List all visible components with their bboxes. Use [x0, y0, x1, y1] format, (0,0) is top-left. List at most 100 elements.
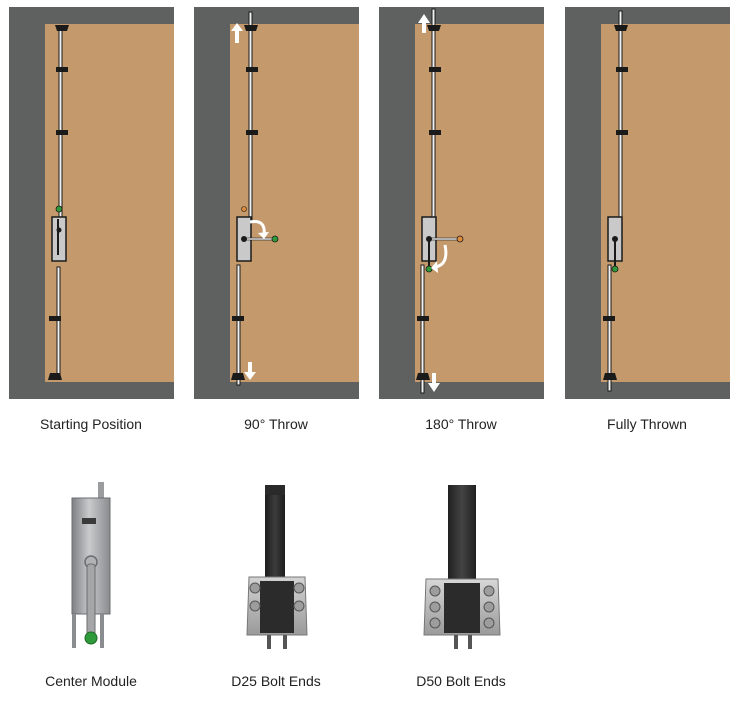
bottom-bolt-end [416, 373, 430, 380]
door-leaf [45, 24, 174, 382]
handle-lever-down [428, 239, 430, 269]
rod-guide [49, 316, 61, 321]
rod-guide [603, 316, 615, 321]
handle-knob-green [55, 205, 63, 213]
door-leaf [415, 24, 544, 382]
fully-thrown-diagram [565, 7, 730, 399]
lower-rod-stub [100, 614, 104, 648]
handle-knob-green [611, 265, 619, 273]
down-arrowhead-icon [428, 383, 440, 392]
caption-fully-thrown: Fully Thrown [607, 416, 687, 432]
caption-starting-position: Starting Position [40, 416, 142, 432]
bolt-body [260, 581, 294, 633]
panel-fully-thrown [565, 7, 730, 399]
handle-lever-down [614, 239, 616, 267]
lower-rod [236, 264, 241, 386]
caption-d50-bolt-ends: D50 Bolt Ends [416, 673, 506, 689]
handle-lever [86, 563, 96, 637]
lower-rod [420, 264, 425, 394]
d25-bolt-ends-illustration [246, 485, 308, 649]
spindle [56, 227, 62, 233]
d25-bolt-ends-photo [243, 485, 313, 650]
upper-rod-stub [98, 482, 104, 502]
screw-head [293, 582, 305, 594]
bolt-tip [265, 485, 285, 495]
center-module-illustration [71, 482, 111, 648]
spindle [426, 236, 432, 242]
spindle [241, 236, 247, 242]
top-bolt-end [427, 25, 441, 31]
up-arrowhead-icon [231, 23, 243, 31]
screw-head [249, 600, 261, 612]
rod-stub [468, 635, 472, 649]
180-throw-diagram [379, 7, 544, 399]
rotate-arrowhead-icon [431, 261, 438, 273]
handle-knob-green [271, 235, 279, 243]
90-throw-diagram [194, 7, 359, 399]
up-arrow-icon [235, 29, 239, 43]
rod-stub [283, 635, 287, 649]
down-arrow-icon [248, 362, 252, 374]
caption-180-throw: 180° Throw [425, 416, 497, 432]
screw-head [429, 585, 441, 597]
up-arrow-icon [422, 21, 426, 33]
upper-rod [58, 28, 63, 225]
d50-bolt-ends-photo [422, 485, 502, 650]
rod-guide [56, 67, 68, 72]
bolt-body [444, 583, 480, 633]
screw-head [293, 600, 305, 612]
top-bolt-end [244, 25, 258, 31]
rod-stub [267, 635, 271, 649]
rod-guide [417, 316, 429, 321]
panel-180-throw [379, 7, 544, 399]
screw-head [249, 582, 261, 594]
caption-center-module: Center Module [45, 673, 137, 689]
top-bolt-end [55, 25, 69, 31]
handle-lever-ghost [428, 237, 460, 241]
rod-stub [454, 635, 458, 649]
d50-bolt-ends-illustration [423, 485, 501, 649]
center-module-photo [60, 480, 120, 650]
top-bolt-end [614, 25, 628, 31]
screw-head [429, 617, 441, 629]
rod-guide [232, 316, 244, 321]
up-arrowhead-icon [418, 14, 430, 23]
lower-rod-stub [72, 614, 76, 648]
rotate-arrowhead-icon [258, 232, 269, 239]
rod-guide [616, 130, 628, 135]
rod-guide [246, 130, 258, 135]
bottom-bolt-end [48, 373, 62, 380]
screw-head [483, 617, 495, 629]
spindle [612, 236, 618, 242]
upper-rod [618, 10, 623, 222]
down-arrow-icon [432, 373, 436, 385]
handle-knob-orange [456, 235, 464, 243]
module-label-plate [82, 518, 96, 524]
lower-rod [56, 266, 61, 378]
bottom-bolt-end [231, 373, 245, 380]
bolt-shaft [265, 495, 285, 581]
screw-head [483, 601, 495, 613]
handle-lever [57, 219, 59, 255]
bolt-shaft [448, 485, 476, 583]
upper-rod [431, 8, 436, 222]
panel-90-throw [194, 7, 359, 399]
upper-rod [248, 11, 253, 223]
rod-guide [246, 67, 258, 72]
caption-d25-bolt-ends: D25 Bolt Ends [231, 673, 321, 689]
rod-guide [429, 67, 441, 72]
screw-head [483, 585, 495, 597]
rod-guide [56, 130, 68, 135]
screw-head [429, 601, 441, 613]
handle-knob-orange [241, 206, 247, 212]
rod-guide [616, 67, 628, 72]
lower-rod [607, 264, 612, 392]
caption-90-throw: 90° Throw [244, 416, 308, 432]
down-arrowhead-icon [244, 372, 256, 380]
bottom-bolt-end [603, 373, 617, 380]
panel-starting-position [9, 7, 174, 399]
handle-lever-horizontal [243, 237, 275, 241]
starting-position-diagram [9, 7, 174, 399]
handle-knob-green [84, 631, 98, 645]
rod-guide [429, 130, 441, 135]
